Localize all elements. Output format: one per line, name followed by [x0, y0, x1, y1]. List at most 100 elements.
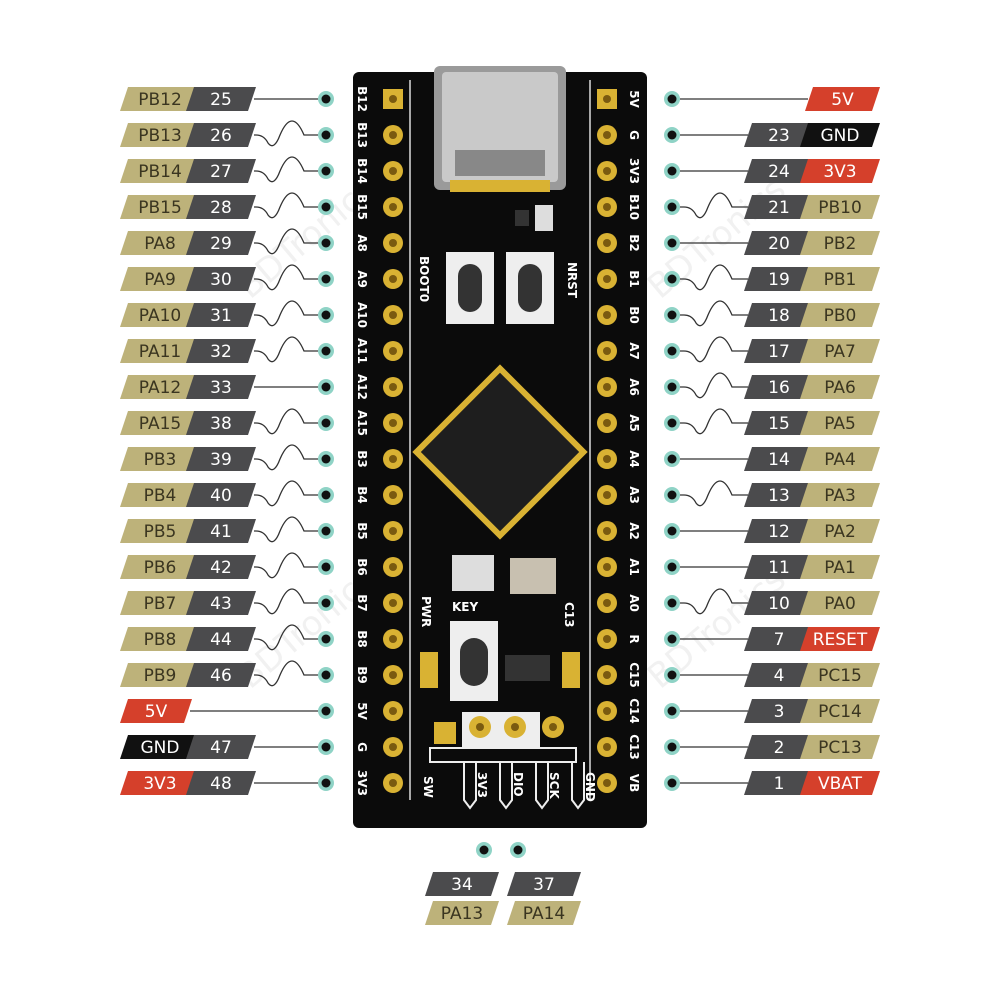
pin-number-bg: [186, 771, 256, 795]
pin-dot-center: [321, 562, 331, 572]
pin-headers: B12B13B14B15A8A9A10A11A12A15B3B4B5B6B7B8…: [355, 86, 641, 796]
pin-number-bg: [186, 159, 256, 183]
pin-hole: [603, 311, 611, 319]
pin-hole: [389, 455, 397, 463]
pin-number-bg: [186, 735, 256, 759]
pin-number-bg: [186, 627, 256, 651]
pin-hole: [603, 455, 611, 463]
pin-wire: [254, 480, 318, 507]
pin-name: PB12: [138, 90, 182, 110]
pin-dot-center: [513, 845, 523, 855]
crystal: [510, 558, 556, 594]
pin-name-bg: [800, 159, 880, 183]
key-button[interactable]: [450, 621, 498, 701]
silk-label: 5V: [355, 702, 369, 720]
pin-number: 23: [768, 126, 790, 146]
pin-number: 21: [768, 198, 790, 218]
pin-name-bg: [120, 735, 200, 759]
pin-hole: [389, 671, 397, 679]
silk-label: B6: [355, 558, 369, 576]
pin-number-bg: [186, 267, 256, 291]
swd-header: [429, 712, 577, 763]
pin-number-bg: [744, 627, 814, 651]
pin-name-bg: [120, 339, 200, 363]
pin-dot-center: [321, 130, 331, 140]
swd-pin: [535, 762, 549, 810]
pin-hole: [389, 239, 397, 247]
left-pin-row: 5V: [120, 699, 334, 723]
pin-name: PC13: [818, 738, 862, 758]
silk-label: A4: [627, 450, 641, 468]
pin-dot-center: [321, 598, 331, 608]
pin-number: 16: [768, 378, 790, 398]
pin-number-bg: [744, 555, 814, 579]
pin-number: 48: [210, 774, 232, 794]
pin-number-bg: [744, 519, 814, 543]
pin-dot-center: [667, 94, 677, 104]
pin-wire: [254, 552, 318, 579]
pin-number: 30: [210, 270, 232, 290]
silk-label: C15: [627, 662, 641, 688]
nrst-button[interactable]: [506, 252, 554, 324]
pin-dot-center: [321, 346, 331, 356]
pin-number-bg: [744, 771, 814, 795]
silk-label: A12: [355, 374, 369, 400]
pin-dot-center: [479, 845, 489, 855]
pin-hole: [389, 491, 397, 499]
pin-dot-center: [321, 310, 331, 320]
pin-dot-center: [321, 742, 331, 752]
silk-label: R: [627, 634, 641, 643]
swd-label: SCK: [547, 772, 561, 799]
pin-name: PA12: [139, 378, 181, 398]
pin-name: PC15: [818, 666, 862, 686]
silk-label: A11: [355, 338, 369, 364]
pin-name: PB6: [144, 558, 177, 578]
pin-number-bg: [744, 735, 814, 759]
pin-number: 31: [210, 306, 232, 326]
swd-label: SW: [421, 776, 435, 798]
pin-number-bg: [186, 555, 256, 579]
pin-name: PB15: [138, 198, 182, 218]
pin-dot-center: [321, 418, 331, 428]
pin-number-bg: [186, 303, 256, 327]
boot0-button[interactable]: [446, 252, 494, 324]
pin-wire: [680, 408, 748, 435]
pin-hole: [389, 563, 397, 571]
pin-name: PA15: [139, 414, 181, 434]
silk-label: A2: [627, 522, 641, 540]
pin-dot-center: [667, 634, 677, 644]
pin-name-bg: [507, 901, 581, 925]
silk-label: B2: [627, 234, 641, 252]
pin-dot-center: [321, 382, 331, 392]
pin-name: PA3: [824, 486, 856, 506]
silk-label: B1: [627, 270, 641, 288]
swd-label: DIO: [511, 772, 525, 797]
pin-name: PA13: [441, 904, 483, 924]
right-pin-row: 5V: [664, 87, 880, 111]
pin-number-bg: [744, 231, 814, 255]
pin-name: RESET: [813, 630, 868, 650]
pin-number-bg: [744, 339, 814, 363]
pin-dot-center: [321, 166, 331, 176]
silk-label: A7: [627, 342, 641, 360]
swd-label: GND: [583, 772, 597, 802]
pin-dot-center: [667, 454, 677, 464]
pin-name-bg: [800, 555, 880, 579]
silk-label: C13: [627, 734, 641, 760]
pin-name-bg: [120, 483, 200, 507]
